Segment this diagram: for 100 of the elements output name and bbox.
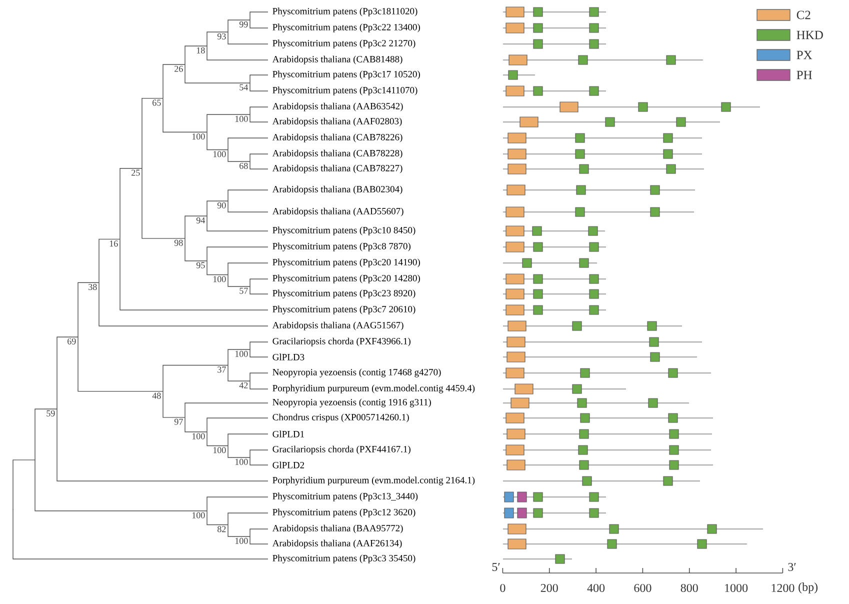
taxon-label: Arabidopsis thaliana (CAB81488) <box>272 56 402 64</box>
tree-branch <box>228 349 250 366</box>
tree-branch <box>228 138 268 150</box>
tree-branch <box>184 238 208 262</box>
tree-branch <box>250 74 268 84</box>
end-label: 3′ <box>788 562 796 572</box>
bootstrap-value: 98 <box>174 240 183 246</box>
bootstrap-value: 100 <box>192 512 205 518</box>
tree-branch <box>34 408 58 460</box>
taxon-label: Physcomitrium patens (Pp3c22 13400) <box>272 24 420 32</box>
bootstrap-value: 95 <box>196 262 205 268</box>
taxon-label: Physcomitrium patens (Pp3c23 8920) <box>272 290 416 298</box>
taxon-label: Arabidopsis thaliana (AAF02803) <box>272 118 402 126</box>
taxon-label: Physcomitrium patens (Pp3c13_3440) <box>272 492 418 502</box>
taxon-label: GlPLD3 <box>272 354 304 360</box>
taxon-label: Arabidopsis thaliana (AAB63542) <box>272 102 403 112</box>
tree-branch <box>250 342 268 350</box>
tree-branch <box>228 149 250 162</box>
tree-branch <box>206 432 228 446</box>
taxon-label: Physcomitrium patens (Pp3c1811020) <box>272 8 418 16</box>
tree-branch <box>250 286 268 294</box>
tree-branch <box>206 418 268 432</box>
taxon-label: GlPLD1 <box>272 430 304 438</box>
taxon-label: Physcomitrium patens (Pp3c1411070) <box>272 86 418 96</box>
tree-branch <box>206 496 268 512</box>
taxon-label: Arabidopsis thaliana (BAA95772) <box>272 524 403 534</box>
taxon-label: Physcomitrium patens (Pp3c20 14190) <box>272 258 420 268</box>
bootstrap-value: 100 <box>192 433 205 440</box>
taxon-label: Arabidopsis thaliana (AAD55607) <box>272 208 404 216</box>
taxon-label: Physcomitrium patens (Pp3c20 14280) <box>272 274 420 284</box>
tree-branch <box>206 510 228 526</box>
tree-branch <box>228 200 268 212</box>
tree-branch <box>184 216 208 239</box>
tree-branch <box>120 238 268 310</box>
bootstrap-value: 26 <box>174 66 183 72</box>
tree-branch <box>228 524 250 537</box>
taxon-label: Arabidopsis thaliana (AAF26134) <box>272 540 402 548</box>
bootstrap-value: 42 <box>239 382 248 388</box>
tree-branch <box>12 460 36 510</box>
tree-branch <box>228 445 250 458</box>
tree-branch <box>162 64 186 99</box>
bootstrap-value: 100 <box>213 276 226 282</box>
tree-branch <box>250 114 268 122</box>
taxon-label: Physcomitrium patens (Pp3c3 35450) <box>272 554 416 564</box>
bootstrap-value: 100 <box>235 538 248 544</box>
taxon-label: Chondrus crispus (XP005714260.1) <box>272 414 409 422</box>
taxon-label: Physcomitrium patens (Pp3c8 7870) <box>272 242 410 252</box>
legend-label: HKD <box>796 30 823 40</box>
bootstrap-value: 100 <box>235 116 248 122</box>
tree-branch <box>206 216 268 232</box>
taxon-label: Physcomitrium patens (Pp3c10 8450) <box>272 226 416 236</box>
bootstrap-value: 100 <box>235 458 248 465</box>
tree-branch <box>98 282 268 326</box>
tree-branch <box>78 282 100 338</box>
end-label: 5′ <box>492 563 500 571</box>
legend-label: PH <box>796 70 812 80</box>
tree-branch <box>142 168 186 239</box>
tree-branch <box>250 154 268 162</box>
tree-branch <box>228 262 268 276</box>
bootstrap-value: 65 <box>152 100 161 106</box>
tree-branch <box>250 372 268 382</box>
tree-branch <box>228 364 250 382</box>
tick-label: 200 <box>540 584 558 592</box>
taxon-label: Physcomitrium patens (Pp3c7 20610) <box>272 306 416 314</box>
tree-branch <box>184 46 208 65</box>
taxon-label: Arabidopsis thaliana (CAB78228) <box>272 150 402 158</box>
tree-branch <box>228 512 268 526</box>
tree-branch <box>184 417 208 432</box>
taxon-label: Arabidopsis thaliana (CAB78226) <box>272 134 402 142</box>
bootstrap-value: 57 <box>240 288 248 294</box>
tick-label: 1200 <box>772 584 794 592</box>
taxon-label: Arabidopsis thaliana (AAG51567) <box>272 322 404 330</box>
tree-branch <box>228 274 250 287</box>
bootstrap-value: 37 <box>218 366 226 373</box>
taxon-label: Neopyropia yezoensis (contig 17468 g4270) <box>272 368 441 378</box>
tree-branch <box>56 336 78 410</box>
tree-branch <box>250 380 268 390</box>
tree-branch <box>56 408 268 482</box>
taxon-label: Physcomitrium patens (Pp3c12 3620) <box>272 508 416 518</box>
bootstrap-value: 97 <box>174 418 183 425</box>
tree-branch <box>12 509 268 560</box>
legend-label: C2 <box>796 10 810 20</box>
bootstrap-value: 100 <box>192 133 205 140</box>
tree-branch <box>142 98 164 169</box>
tree-branch <box>228 190 268 202</box>
bootstrap-value: 100 <box>213 447 226 454</box>
tree-branch <box>250 82 268 92</box>
tree-branch <box>206 246 268 262</box>
tree-branch <box>250 528 268 537</box>
bootstrap-value: 59 <box>46 410 55 416</box>
tick-label: (bp) <box>798 582 818 594</box>
tick-label: 1000 <box>725 584 748 592</box>
tree-branch <box>206 260 228 276</box>
bootstrap-value: 99 <box>239 21 248 28</box>
bootstrap-value: 90 <box>217 202 226 208</box>
bootstrap-value: 93 <box>217 33 226 40</box>
tree-branch <box>250 457 268 466</box>
taxon-label: Porphyridium purpureum (evm.model.contig 4459.4) <box>272 384 475 394</box>
bootstrap-value: 100 <box>235 350 248 357</box>
taxon-label: GlPLD2 <box>272 462 304 468</box>
